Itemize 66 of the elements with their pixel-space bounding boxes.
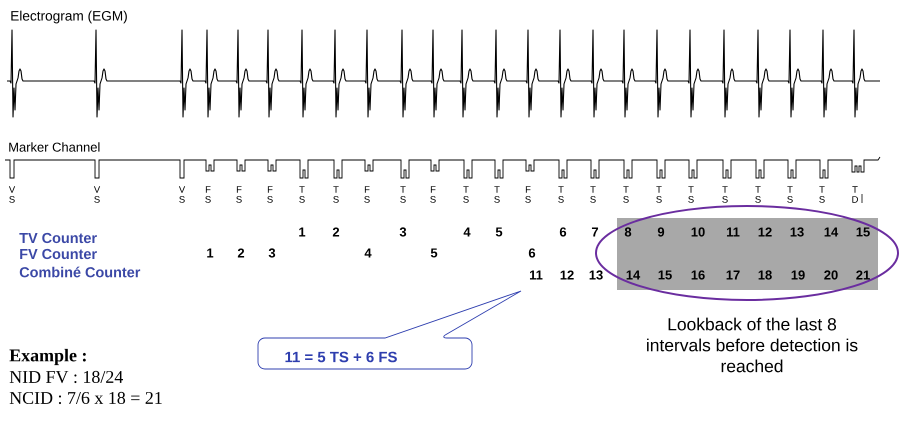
counter-value: 10	[692, 227, 705, 237]
row-label: FV Counter	[20, 248, 97, 260]
counter-value: 1	[207, 248, 214, 258]
marker-label: T S	[656, 186, 662, 203]
marker-label: F S	[364, 186, 370, 203]
counter-value: 4	[364, 248, 372, 258]
marker-label: F S	[430, 186, 436, 203]
marker-label: T S	[787, 186, 793, 203]
counter-value: 1	[299, 228, 306, 236]
marker-label: T S	[463, 186, 469, 203]
marker-label: F S	[236, 186, 242, 203]
marker-label: T S	[299, 186, 305, 203]
panel-title: Marker Channel	[9, 142, 100, 152]
marker-label: T S	[623, 186, 629, 203]
counter-value: 21	[856, 270, 870, 280]
counter-value: 9	[658, 227, 664, 237]
marker-label: V S	[8, 186, 16, 203]
marker-label: T S	[558, 186, 564, 203]
counter-value: 6	[528, 248, 536, 258]
counter-value: 7	[592, 228, 598, 236]
counter-value: 20	[824, 270, 838, 280]
marker-label: T S	[590, 186, 596, 203]
marker-label: T S	[333, 186, 339, 203]
counter-value: 5	[496, 227, 502, 236]
marker-label: T S	[494, 186, 500, 203]
marker-label: V S	[94, 186, 100, 203]
counter-value: 2	[238, 248, 244, 258]
counter-value: 15	[658, 270, 672, 280]
marker-label: V S	[178, 186, 186, 203]
counter-value: 8	[624, 227, 632, 237]
counter-value: 3	[268, 248, 276, 258]
counter-value: 3	[400, 227, 406, 237]
counter-value: 14	[824, 228, 838, 236]
row-label: Combiné Counter	[20, 266, 140, 278]
marker-label: T S	[688, 186, 694, 203]
counter-value: 18	[758, 270, 772, 280]
marker-label: T S	[400, 186, 406, 203]
formula-text: NID FV : 18/24	[10, 370, 123, 384]
marker-label: T S	[819, 186, 825, 203]
annotation-text: Lookback of the last 8 intervals before detection is reached	[647, 318, 858, 372]
counter-value: 17	[726, 270, 740, 280]
formula-text: NCID : 7/6 x 18 = 21	[10, 392, 162, 404]
counter-value: 16	[692, 270, 705, 280]
counter-value: 19	[792, 270, 805, 280]
counter-value: 12	[758, 227, 772, 237]
example-heading: Example :	[10, 348, 86, 366]
row-label: TV Counter	[19, 232, 97, 244]
counter-value: 2	[332, 227, 340, 237]
marker-label: T D	[852, 186, 858, 203]
counter-value: 4	[464, 228, 471, 236]
counter-value: 5	[430, 248, 438, 258]
counter-value: 12	[560, 270, 574, 280]
counter-value: 14	[626, 270, 640, 280]
counter-value: 6	[560, 227, 566, 237]
counter-value: 11	[726, 228, 740, 236]
marker-label: F S	[525, 186, 531, 203]
counter-value: 13	[790, 227, 804, 237]
marker-label: F S	[205, 186, 211, 203]
panel-title: Electrogram (EGM)	[11, 10, 127, 24]
counter-value: 11	[530, 270, 542, 280]
callout-bubble: 11 = 5 TS + 6 FS	[258, 290, 522, 370]
counter-value: 13	[590, 270, 603, 280]
marker-label: T S	[755, 186, 761, 203]
counter-value: 15	[856, 227, 870, 236]
marker-label: T S	[722, 186, 728, 203]
marker-label: F S	[267, 186, 273, 203]
